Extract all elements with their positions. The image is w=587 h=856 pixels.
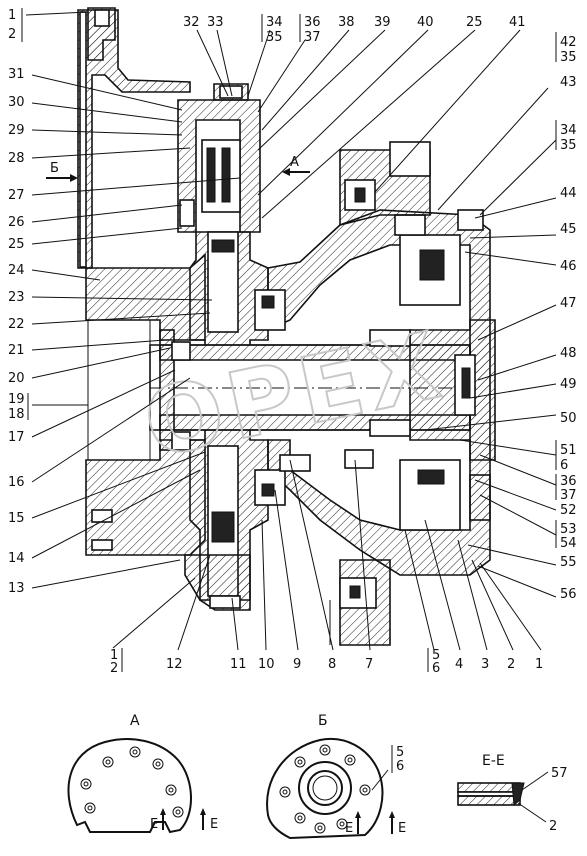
callout-26: 26 bbox=[8, 215, 25, 230]
callout-27: 27 bbox=[8, 188, 25, 203]
view-b-section-label: E bbox=[345, 821, 353, 836]
callout-14: 14 bbox=[8, 551, 25, 566]
callout-40: 40 bbox=[417, 15, 434, 30]
view-b: Б 5 6 E E bbox=[266, 713, 406, 840]
callout-52: 52 bbox=[560, 503, 577, 518]
callout-24: 24 bbox=[8, 263, 25, 278]
callout-1-right: 1 bbox=[535, 657, 543, 672]
leader-lines bbox=[25, 11, 557, 651]
callout-44: 44 bbox=[560, 186, 577, 201]
callout-16: 16 bbox=[8, 475, 25, 490]
callout-2-bottom: 2 bbox=[110, 661, 118, 676]
callout-53: 53 bbox=[560, 522, 577, 537]
callout-41: 41 bbox=[509, 15, 526, 30]
callout-7: 7 bbox=[365, 657, 373, 672]
callout-35-top: 35 bbox=[560, 50, 577, 65]
callout-29: 29 bbox=[8, 123, 25, 138]
callout-50: 50 bbox=[560, 411, 577, 426]
callout-11: 11 bbox=[230, 657, 247, 672]
callout-43: 43 bbox=[560, 75, 577, 90]
callout-22: 22 bbox=[8, 317, 25, 332]
callout-55: 55 bbox=[560, 555, 577, 570]
callout-51: 51 bbox=[560, 443, 577, 458]
callout-34: 34 bbox=[266, 15, 283, 30]
callouts-right: 43 34 35 44 45 46 47 48 49 50 51 6 36 37… bbox=[555, 75, 577, 602]
callout-36-right: 36 bbox=[560, 474, 577, 489]
callout-9: 9 bbox=[293, 657, 301, 672]
view-a-title: А bbox=[130, 713, 140, 729]
callout-34-right: 34 bbox=[560, 123, 577, 138]
section-ee-callout-2: 2 bbox=[549, 819, 557, 834]
callout-1: 1 bbox=[8, 8, 16, 23]
callout-39: 39 bbox=[374, 15, 391, 30]
callout-20: 20 bbox=[8, 371, 25, 386]
view-b-section-label-2: E bbox=[398, 821, 406, 836]
callout-12: 12 bbox=[166, 657, 183, 672]
callout-46: 46 bbox=[560, 259, 577, 274]
main-section-view bbox=[77, 7, 496, 646]
callout-30: 30 bbox=[8, 95, 25, 110]
callout-47: 47 bbox=[560, 296, 577, 311]
view-b-callout-6: 6 bbox=[396, 759, 404, 774]
callout-25: 25 bbox=[8, 237, 25, 252]
callout-36: 36 bbox=[304, 15, 321, 30]
section-ee-callout-57: 57 bbox=[551, 766, 568, 781]
callout-2: 2 bbox=[8, 27, 16, 42]
callout-37-right: 37 bbox=[560, 488, 577, 503]
callout-10: 10 bbox=[258, 657, 275, 672]
callouts-left: 1 2 31 30 29 28 Б 27 26 25 24 23 22 21 2… bbox=[8, 8, 78, 596]
section-ee: Е-Е 57 2 bbox=[457, 753, 568, 834]
bolt-holes-b bbox=[279, 744, 371, 834]
view-a-section-label: E bbox=[150, 817, 158, 832]
callout-1-bottom: 1 bbox=[110, 648, 118, 663]
callout-32: 32 bbox=[183, 15, 200, 30]
callout-2-right: 2 bbox=[507, 657, 515, 672]
view-arrow-b-label: Б bbox=[50, 161, 59, 176]
callout-38: 38 bbox=[338, 15, 355, 30]
callout-49: 49 bbox=[560, 377, 577, 392]
callout-28: 28 bbox=[8, 151, 25, 166]
callout-15: 15 bbox=[8, 511, 25, 526]
view-a: А E E bbox=[67, 713, 218, 834]
callout-18: 18 bbox=[8, 407, 25, 422]
section-ee-title: Е-Е bbox=[482, 753, 505, 769]
callouts-top: 32 33 34 35 36 37 38 39 40 25 41 42 35 bbox=[183, 14, 577, 65]
callout-42: 42 bbox=[560, 35, 577, 50]
bolt-holes-a bbox=[80, 746, 184, 818]
callout-56: 56 bbox=[560, 587, 577, 602]
callout-19: 19 bbox=[8, 392, 25, 407]
callout-35: 35 bbox=[266, 30, 283, 45]
callout-54: 54 bbox=[560, 536, 577, 551]
callout-21: 21 bbox=[8, 343, 25, 358]
callout-25-top: 25 bbox=[466, 15, 483, 30]
callouts-bottom: 1 2 12 11 10 9 8 7 5 6 4 3 2 1 bbox=[110, 648, 543, 676]
callout-6-right: 6 bbox=[560, 458, 568, 473]
view-b-callout-5: 5 bbox=[396, 745, 404, 760]
callout-45: 45 bbox=[560, 222, 577, 237]
callout-17: 17 bbox=[8, 430, 25, 445]
view-a-section-label-2: E bbox=[210, 817, 218, 832]
callout-35-right: 35 bbox=[560, 138, 577, 153]
callout-3: 3 bbox=[481, 657, 489, 672]
callout-31: 31 bbox=[8, 67, 25, 82]
callout-4: 4 bbox=[455, 657, 463, 672]
view-arrow-a: А bbox=[282, 155, 310, 176]
callout-23: 23 bbox=[8, 290, 25, 305]
view-b-title: Б bbox=[318, 713, 328, 729]
callout-5: 5 bbox=[432, 648, 440, 663]
callout-13: 13 bbox=[8, 581, 25, 596]
callout-8: 8 bbox=[328, 657, 336, 672]
callout-33: 33 bbox=[207, 15, 224, 30]
callout-48: 48 bbox=[560, 346, 577, 361]
callout-37: 37 bbox=[304, 30, 321, 45]
callout-6: 6 bbox=[432, 661, 440, 676]
view-arrow-a-label: А bbox=[290, 155, 299, 170]
